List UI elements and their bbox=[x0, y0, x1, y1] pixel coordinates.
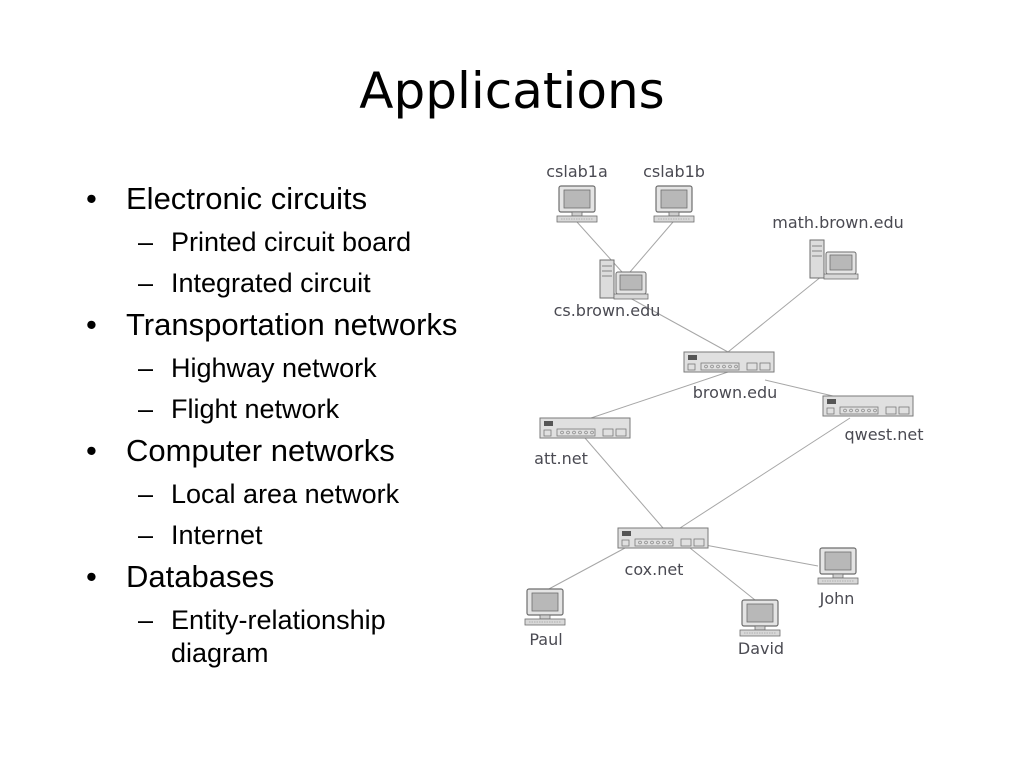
label-paul: Paul bbox=[529, 630, 562, 649]
bullet-dot: • bbox=[86, 181, 97, 216]
sub-bullet-text: Local area network bbox=[171, 479, 400, 509]
sub-bullet: –Highway network bbox=[86, 352, 526, 385]
sub-bullet-text: Entity-relationship diagram bbox=[171, 605, 386, 668]
server-icon-cs bbox=[599, 259, 649, 300]
router-icon-brown bbox=[683, 351, 775, 373]
bullet-text: Databases bbox=[126, 559, 275, 594]
dash: – bbox=[138, 520, 154, 550]
link-cox-paul bbox=[546, 547, 626, 591]
computer-icon-paul bbox=[524, 588, 566, 626]
link-cs-brown bbox=[629, 297, 729, 353]
sub-bullet: –Local area network bbox=[86, 478, 526, 511]
bullet-electronic-circuits: • Electronic circuits bbox=[86, 180, 526, 218]
bullet-dot: • bbox=[86, 559, 97, 594]
sub-bullet: –Entity-relationship diagram bbox=[86, 604, 526, 670]
connection-lines bbox=[546, 221, 851, 605]
router-icon-qwest bbox=[822, 395, 914, 417]
router-icon-cox bbox=[617, 527, 709, 549]
label-cslab1a: cslab1a bbox=[546, 162, 608, 181]
sub-bullet-text: Printed circuit board bbox=[171, 227, 412, 257]
dash: – bbox=[138, 394, 154, 424]
bullet-dot: • bbox=[86, 433, 97, 468]
slide-title: Applications bbox=[359, 62, 665, 120]
bullet-computer-networks: • Computer networks bbox=[86, 432, 526, 470]
computer-icon-cslab1b bbox=[653, 185, 695, 223]
bullet-transportation-networks: • Transportation networks bbox=[86, 306, 526, 344]
label-cslab1b: cslab1b bbox=[643, 162, 705, 181]
label-cs: cs.brown.edu bbox=[554, 301, 661, 320]
link-cslab1b-cs bbox=[629, 221, 674, 273]
label-john: John bbox=[819, 589, 855, 608]
sub-bullet-text: Flight network bbox=[171, 394, 340, 424]
link-cox-john bbox=[704, 544, 819, 567]
label-brown: brown.edu bbox=[693, 383, 778, 402]
bullet-text: Transportation networks bbox=[126, 307, 458, 342]
dash: – bbox=[138, 605, 154, 635]
sub-bullet-text: Integrated circuit bbox=[171, 268, 371, 298]
computer-icon-cslab1a bbox=[556, 185, 598, 223]
link-qwest-cox bbox=[679, 417, 851, 529]
bullet-list: • Electronic circuits –Printed circuit b… bbox=[86, 178, 526, 670]
computer-icon-john bbox=[817, 547, 859, 585]
sub-bullet: –Integrated circuit bbox=[86, 267, 526, 300]
label-qwest: qwest.net bbox=[844, 425, 923, 444]
link-brown-att bbox=[584, 371, 729, 421]
label-david: David bbox=[738, 639, 784, 658]
bullet-text: Electronic circuits bbox=[126, 181, 368, 216]
dash: – bbox=[138, 227, 154, 257]
link-att-cox bbox=[584, 437, 664, 529]
sub-bullet: –Internet bbox=[86, 519, 526, 552]
sub-bullet-text: Internet bbox=[171, 520, 263, 550]
label-att: att.net bbox=[534, 449, 588, 468]
dash: – bbox=[138, 479, 154, 509]
sub-bullet: –Printed circuit board bbox=[86, 226, 526, 259]
bullet-databases: • Databases bbox=[86, 558, 526, 596]
link-math-brown bbox=[727, 275, 823, 353]
bullet-dot: • bbox=[86, 307, 97, 342]
label-math: math.brown.edu bbox=[772, 213, 904, 232]
label-cox: cox.net bbox=[625, 560, 684, 579]
dash: – bbox=[138, 268, 154, 298]
server-icon-math bbox=[809, 239, 859, 280]
sub-bullet: –Flight network bbox=[86, 393, 526, 426]
router-icon-att bbox=[539, 417, 631, 439]
link-cox-david bbox=[689, 547, 761, 605]
dash: – bbox=[138, 353, 154, 383]
computer-icon-david bbox=[739, 599, 781, 637]
bullet-text: Computer networks bbox=[126, 433, 395, 468]
sub-bullet-text: Highway network bbox=[171, 353, 377, 383]
